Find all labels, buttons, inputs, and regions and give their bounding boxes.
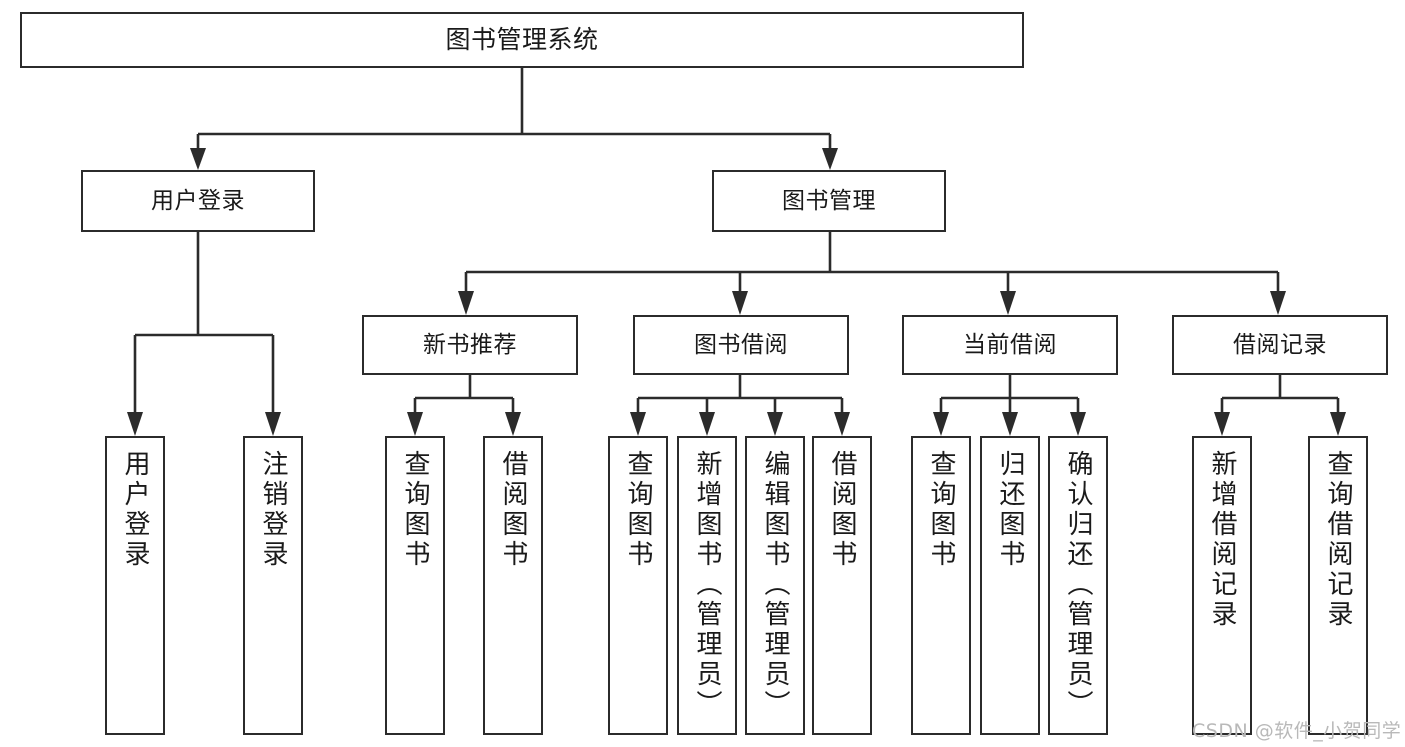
arrow-leaf-add-record	[1214, 412, 1230, 436]
leaf-borrow-book-2[interactable]: 借阅图书	[812, 436, 872, 735]
leaf-user-login-label: 用户登录	[120, 450, 150, 570]
node-book-borrow[interactable]: 图书借阅	[633, 315, 849, 375]
arrow-leaf-add-book	[699, 412, 715, 436]
leaf-query-record[interactable]: 查询借阅记录	[1308, 436, 1368, 735]
arrow-leaf-query-book-1	[407, 412, 423, 436]
node-user-login-label: 用户登录	[151, 187, 245, 214]
arrow-leaf-return-book	[1002, 412, 1018, 436]
node-book-manage[interactable]: 图书管理	[712, 170, 946, 232]
leaf-add-record[interactable]: 新增借阅记录	[1192, 436, 1252, 735]
leaf-edit-book[interactable]: 编辑图书（管理员）	[745, 436, 805, 735]
leaf-query-book-3[interactable]: 查询图书	[911, 436, 971, 735]
arrow-leaf-query-book-2	[630, 412, 646, 436]
leaf-user-login[interactable]: 用户登录	[105, 436, 165, 735]
leaf-logout[interactable]: 注销登录	[243, 436, 303, 735]
arrow-to-current-borrow	[1000, 291, 1016, 315]
arrow-leaf-borrow-book-2	[834, 412, 850, 436]
arrow-to-new-book-rec	[458, 291, 474, 315]
node-borrow-record[interactable]: 借阅记录	[1172, 315, 1388, 375]
leaf-confirm-return-label: 确认归还（管理员）	[1063, 450, 1093, 720]
leaf-add-book[interactable]: 新增图书（管理员）	[677, 436, 737, 735]
leaf-query-book-3-label: 查询图书	[926, 450, 956, 570]
leaf-borrow-book-2-label: 借阅图书	[827, 450, 857, 570]
arrow-leaf-edit-book	[767, 412, 783, 436]
leaf-edit-book-label: 编辑图书（管理员）	[760, 450, 790, 720]
leaf-return-book[interactable]: 归还图书	[980, 436, 1040, 735]
leaf-confirm-return[interactable]: 确认归还（管理员）	[1048, 436, 1108, 735]
arrow-to-user-login	[190, 148, 206, 170]
arrow-to-borrow-record	[1270, 291, 1286, 315]
node-current-borrow[interactable]: 当前借阅	[902, 315, 1118, 375]
node-new-book-recommend-label: 新书推荐	[423, 331, 517, 358]
leaf-query-book-1-label: 查询图书	[400, 450, 430, 570]
node-current-borrow-label: 当前借阅	[963, 331, 1057, 358]
leaf-query-book-2-label: 查询图书	[623, 450, 653, 570]
node-borrow-record-label: 借阅记录	[1233, 331, 1327, 358]
leaf-return-book-label: 归还图书	[995, 450, 1025, 570]
arrow-leaf-query-record	[1330, 412, 1346, 436]
arrow-to-book-manage	[822, 148, 838, 170]
csdn-watermark: CSDN @软件_小贺同学	[1192, 720, 1402, 742]
node-user-login[interactable]: 用户登录	[81, 170, 315, 232]
arrow-leaf-borrow-book-1	[505, 412, 521, 436]
leaf-add-record-label: 新增借阅记录	[1207, 450, 1237, 630]
leaf-add-book-label: 新增图书（管理员）	[692, 450, 722, 720]
leaf-borrow-book-1[interactable]: 借阅图书	[483, 436, 543, 735]
node-root-label: 图书管理系统	[445, 24, 599, 54]
leaf-borrow-book-1-label: 借阅图书	[498, 450, 528, 570]
leaf-query-book-1[interactable]: 查询图书	[385, 436, 445, 735]
leaf-logout-label: 注销登录	[258, 450, 288, 570]
leaf-query-book-2[interactable]: 查询图书	[608, 436, 668, 735]
node-book-manage-label: 图书管理	[782, 187, 876, 214]
arrow-leaf-user-login	[127, 412, 143, 436]
arrow-to-book-borrow	[732, 291, 748, 315]
arrow-leaf-query-book-3	[933, 412, 949, 436]
node-book-borrow-label: 图书借阅	[694, 331, 788, 358]
arrow-leaf-confirm-return	[1070, 412, 1086, 436]
node-root[interactable]: 图书管理系统	[20, 12, 1024, 68]
leaf-query-record-label: 查询借阅记录	[1323, 450, 1353, 630]
arrow-leaf-logout	[265, 412, 281, 436]
node-new-book-recommend[interactable]: 新书推荐	[362, 315, 578, 375]
